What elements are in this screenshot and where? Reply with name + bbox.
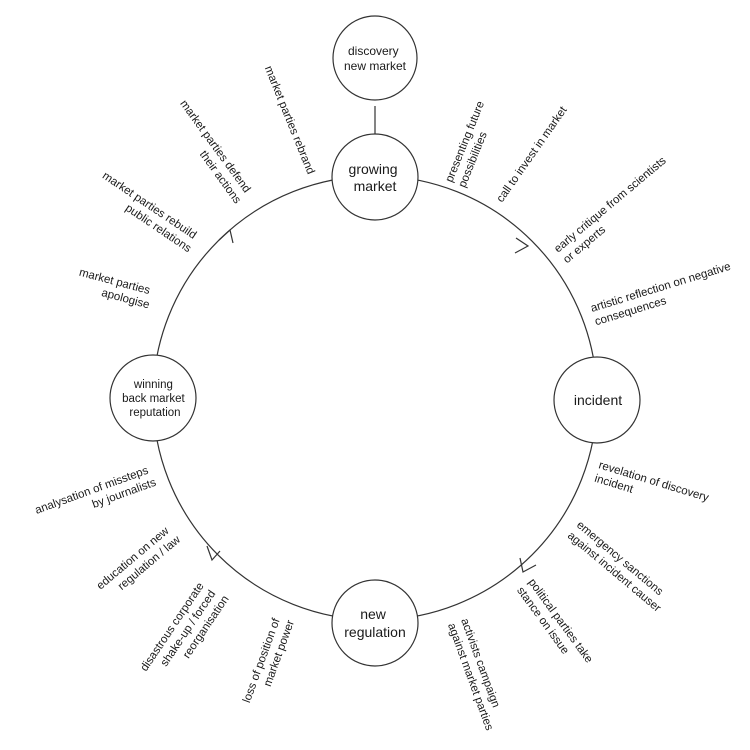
node-incident: incident: [553, 356, 641, 444]
node-winning-back-line-2: back market: [122, 393, 185, 405]
event-political-parties: political parties take stance on issue: [514, 577, 596, 677]
event-journalist-analysation: analysation of missteps by journalists: [34, 463, 158, 529]
node-new-regulation-label: new regulation: [344, 606, 406, 640]
cycle-ring: [152, 175, 598, 621]
event-early-critique-line-1: early critique from scientists: [552, 155, 669, 256]
event-rebuild-line-1: market parties rebuild: [100, 170, 198, 242]
node-incident-circle: [553, 356, 641, 444]
node-winning-back-line-1: winning: [133, 379, 173, 391]
node-winning-back-circle: [109, 354, 197, 442]
node-growing-market-line-1: growing: [349, 161, 398, 177]
node-incident-line-1: incident: [574, 392, 622, 408]
event-presenting-possibilities: presenting future possibilities: [444, 97, 502, 190]
event-early-critique: early critique from scientists or expert…: [552, 153, 680, 266]
node-discovery-label: discovery new market: [344, 44, 407, 73]
event-education-regulation: education on new regulation / law: [95, 523, 184, 603]
arrow-head-upper-right: [514, 237, 530, 254]
event-loss-of-power: loss of position of market power: [241, 614, 297, 710]
node-growing-market-line-2: market: [354, 178, 397, 194]
node-discovery-line-2: new market: [344, 59, 407, 73]
event-rebrand-line-1: market parties rebrand: [262, 64, 316, 176]
node-winning-back-line-3: reputation: [129, 407, 180, 419]
node-growing-market: growing market: [331, 133, 419, 221]
event-emergency-line-1: emergency sanctions: [574, 519, 665, 598]
arrow-head-upper-left: [218, 228, 234, 244]
event-market-apologise: market parties apologise: [74, 267, 154, 312]
node-growing-market-circle: [331, 133, 419, 221]
event-activists-campaign: activists campaign against market partie…: [445, 617, 508, 732]
event-market-rebuild: market parties rebuild public relations: [92, 170, 201, 255]
event-revelation-incident: revelation of discovery incident: [593, 459, 713, 518]
event-market-defend: market parties defend their actions: [166, 98, 254, 206]
event-emergency-sanctions: emergency sanctions against incident cau…: [565, 519, 672, 615]
node-discovery-line-1: discovery: [348, 44, 399, 58]
arrow-head-lower-left: [206, 545, 221, 562]
node-incident-label: incident: [574, 392, 622, 408]
event-emergency-line-2: against incident causer: [565, 530, 663, 615]
node-discovery: discovery new market: [332, 15, 418, 101]
event-call-invest-line-1: call to invest in market: [495, 104, 571, 205]
node-new-regulation-line-2: regulation: [344, 624, 406, 640]
event-market-rebrand: market parties rebrand: [262, 64, 316, 176]
event-call-to-invest: call to invest in market: [495, 104, 571, 205]
event-corporate-shakeup: disastrous corporate shake-up / forced r…: [138, 578, 231, 689]
node-winning-back: winning back market reputation: [109, 354, 197, 442]
node-winning-back-label: winning back market reputation: [122, 379, 188, 419]
node-new-regulation-line-1: new: [360, 606, 387, 622]
event-artistic-reflection: artistic reflection on negative conseque…: [589, 260, 739, 328]
arrow-head-lower-right: [519, 557, 537, 573]
node-discovery-circle: [332, 15, 418, 101]
node-new-regulation: new regulation: [331, 579, 419, 667]
node-growing-market-label: growing market: [349, 161, 402, 194]
node-new-regulation-circle: [331, 579, 419, 667]
